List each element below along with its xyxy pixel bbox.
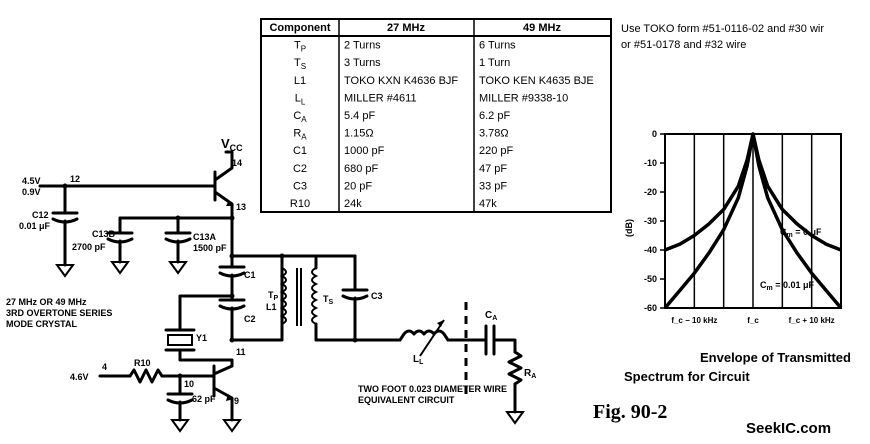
l1-label: L1 [266,302,277,312]
table-cell-49mhz: 6.2 pF [479,110,510,122]
watermark: SeekIC.com [746,420,831,437]
table-cell-27mhz: 1000 pF [344,145,385,157]
chart-legend-label: Cm = 0 μF [780,227,822,239]
chart-y-tick-label: 0 [652,129,657,139]
chart-y-tick-label: -30 [644,216,657,226]
ll-label: LL [413,354,424,366]
r10-label: R10 [134,358,151,368]
table-cell-49mhz: 220 pF [479,145,514,157]
chart-series-line-1 [663,132,843,310]
c13b-label: C13B [92,229,116,239]
table-cell-49mhz: 6 Turns [479,40,516,52]
c12-label: C12 [32,210,49,220]
y1-label: Y1 [196,333,207,343]
table-header-49mhz: 49 MHz [523,22,561,34]
table-cell-27mhz: MILLER #4611 [344,92,417,104]
crystal-note-1: 27 MHz OR 49 MHz [6,297,87,307]
table-cell-component: C2 [293,163,307,175]
pin-10-label: 10 [184,379,194,389]
chart-x-tick-label: f_c − 10 kHz [671,316,717,325]
table-cell-49mhz: 47k [479,198,497,210]
note-line-1: Use TOKO form #51-0116-02 and #30 wir [621,23,824,35]
pin-4-label: 4 [102,362,107,372]
chart-y-tick-label: -60 [644,303,657,313]
caption-line-1: Envelope of Transmitted [700,350,851,365]
input-voltage: 4.6V [70,372,89,382]
chart-y-tick-label: -10 [644,158,657,168]
table-cell-27mhz: 1.15Ω [344,128,374,140]
c3-label: C3 [371,291,383,301]
note-line-2: or #51-0178 and #32 wire [621,39,746,51]
table-cell-component: RA [293,128,307,142]
ca-label: CA [485,310,497,322]
table-cell-component: LL [295,92,306,106]
table-cell-27mhz: 20 pF [344,180,372,192]
supply-voltage-1: 4.5V [22,176,41,186]
c13a-label: C13A [193,232,217,242]
pin-11-label: 11 [236,347,246,357]
table-cell-49mhz: 33 pF [479,180,507,192]
spectrum-chart: 0 -10 -20 -30 -40 -50 -60 f_c − 10 kHz f_c f_c +… [624,129,843,325]
ra-label: RA [524,368,536,380]
table-cell-component: C1 [293,145,307,157]
table-cell-component: R10 [290,198,310,210]
chart-y-tick-label: -40 [644,245,657,255]
chart-x-tick-label: f_c + 10 kHz [789,316,835,325]
table-cell-27mhz: 3 Turns [344,57,381,69]
pin-13-label: 13 [236,202,246,212]
table-cell-49mhz: 47 pF [479,163,507,175]
figure-label: Fig. 90-2 [593,401,667,423]
crystal-note-2: 3RD OVERTONE SERIES [6,308,112,318]
wire-note-1: TWO FOOT 0.023 DIAMETER WIRE [358,384,507,394]
pin-14-label: 14 [232,158,242,168]
table-cell-27mhz: 5.4 pF [344,110,375,122]
pin-9-label: 9 [234,396,239,406]
table-cell-27mhz: 2 Turns [344,40,381,52]
crystal-note-3: MODE CRYSTAL [6,319,78,329]
c2-label: C2 [244,314,256,324]
vcc-label: VCC [221,136,243,153]
component-table: Component 27 MHz 49 MHz TP 2 Turns 6 Turns… [260,18,612,213]
c13a-value: 1500 pF [193,243,227,253]
table-cell-49mhz: 3.78Ω [479,128,509,140]
table-cell-27mhz: 24k [344,198,362,210]
emitter-cap-value: 62 pF [192,394,216,404]
table-header-27mhz: 27 MHz [387,22,425,34]
tp-label: TP [268,290,279,302]
chart-y-tick-label: -20 [644,187,657,197]
caption-line-2: Spectrum for Circuit [624,369,750,384]
table-header-component: Component [269,22,330,34]
c1-label: C1 [244,270,256,280]
table-cell-component: L1 [294,75,306,87]
table-cell-component: C3 [293,180,307,192]
table-cell-component: TP [294,40,306,54]
chart-x-tick-label: f_c [747,316,759,325]
table-cell-49mhz: MILLER #9338-10 [479,92,568,104]
supply-voltage-2: 0.9V [22,187,41,197]
c12-value: 0.01 μF [19,221,51,231]
c13b-value: 2700 pF [72,242,106,252]
chart-y-tick-label: -50 [644,274,657,284]
pin-12-label: 12 [70,174,80,184]
chart-y-axis-label: (dB) [624,219,634,237]
wire-note-2: EQUIVALENT CIRCUIT [358,395,455,405]
table-cell-49mhz: 1 Turn [479,57,510,69]
chart-legend-label: Cm = 0.01 μF [760,280,815,292]
oscillator-schematic [38,150,525,433]
table-cell-component: TS [294,57,306,71]
table-cell-27mhz: 680 pF [344,163,379,175]
table-cell-27mhz: TOKO KXN K4636 BJF [344,75,458,87]
table-cell-49mhz: TOKO KEN K4635 BJE [479,75,594,87]
table-cell-component: CA [293,110,307,124]
ts-label: TS [323,294,334,306]
